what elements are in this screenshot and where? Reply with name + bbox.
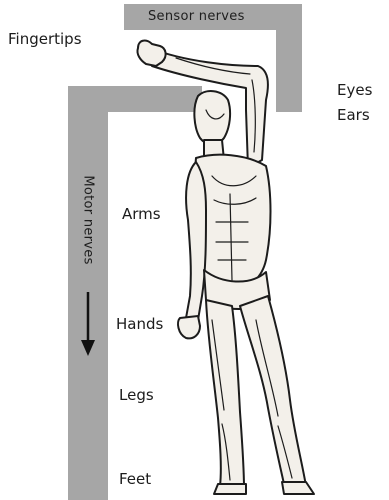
raised-hand xyxy=(137,41,165,66)
sensor-nerves-label: Sensor nerves xyxy=(148,10,245,23)
label-hands: Hands xyxy=(116,317,163,332)
label-legs: Legs xyxy=(119,388,154,403)
motor-nerves-label: Motor nerves xyxy=(82,175,95,264)
left-arm xyxy=(186,162,206,320)
left-hand xyxy=(178,316,200,338)
label-feet: Feet xyxy=(119,472,151,487)
left-leg xyxy=(206,300,244,488)
label-arms: Arms xyxy=(122,207,161,222)
label-eyes: Eyes xyxy=(337,83,372,98)
left-foot xyxy=(214,484,246,494)
label-fingertips: Fingertips xyxy=(8,32,82,47)
right-foot xyxy=(282,482,314,494)
label-ears: Ears xyxy=(337,108,370,123)
